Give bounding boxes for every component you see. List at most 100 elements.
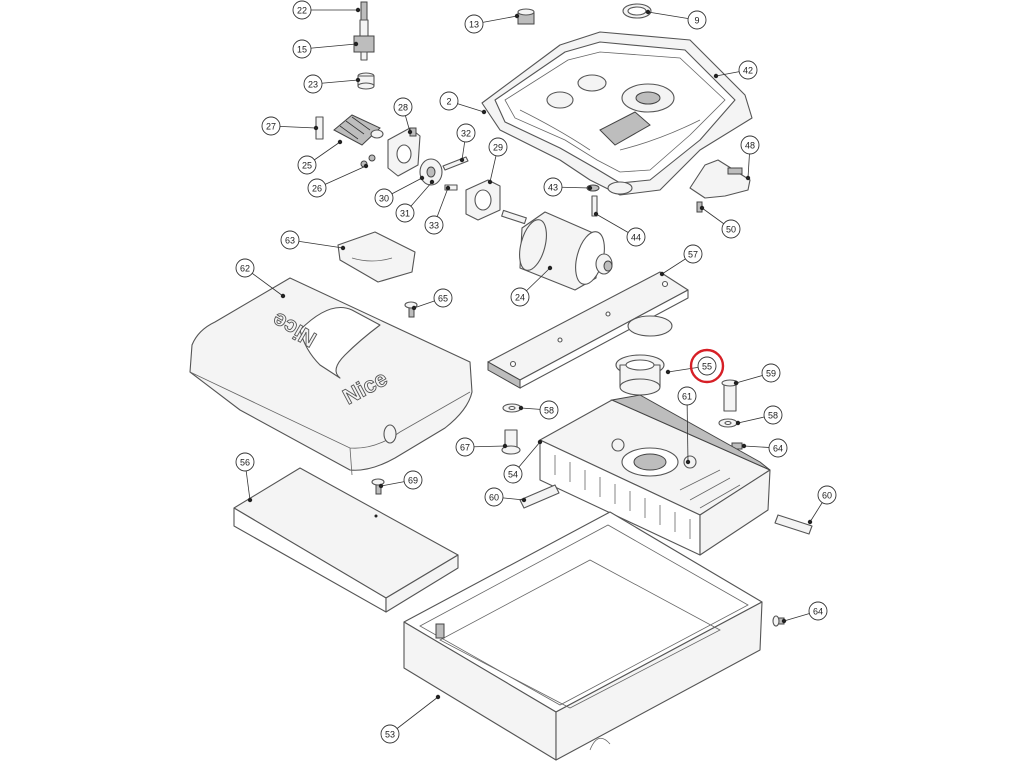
callout-bubble [626, 227, 646, 247]
callout-bubble [763, 405, 783, 425]
leader-dot-60 [521, 497, 527, 503]
callout-number: 58 [544, 406, 554, 416]
leader-dot-54 [537, 439, 543, 445]
leader-dot-24 [547, 265, 553, 271]
leader-dot-43 [587, 185, 593, 191]
part-15-gear-shaft [353, 19, 375, 61]
callout-26: 26 [307, 178, 327, 198]
part-2-gearbox-housing [481, 31, 753, 196]
leader-dot-15 [353, 41, 359, 47]
callout-bubble [297, 155, 317, 175]
callout-58: 58 [763, 405, 783, 425]
callout-bubble [677, 386, 697, 406]
callout-number: 27 [266, 122, 276, 132]
callout-number: 64 [813, 607, 823, 617]
leader-line-61 [686, 395, 689, 463]
callout-number: 42 [743, 66, 753, 76]
callout-65: 65 [433, 288, 453, 308]
leader-dot-29 [487, 179, 493, 185]
callout-bubble [503, 464, 523, 484]
part-26-washers [360, 154, 376, 168]
callout-57: 57 [683, 244, 703, 264]
part-58-washer-right [718, 418, 738, 428]
callout-43: 43 [543, 177, 563, 197]
callout-bubble [464, 14, 484, 34]
callout-number: 25 [302, 161, 312, 171]
callout-number: 59 [766, 369, 776, 379]
leader-dot-65 [411, 305, 417, 311]
callout-58: 58 [539, 400, 559, 420]
callout-bubble [235, 258, 255, 278]
callout-number: 60 [822, 491, 832, 501]
leader-dot-64 [741, 443, 747, 449]
part-29-flange [465, 179, 501, 221]
callout-number: 50 [726, 225, 736, 235]
part-32-key [442, 156, 469, 171]
callout-number: 44 [631, 233, 641, 243]
callout-bubble [307, 178, 327, 198]
part-55-bushing [615, 354, 665, 396]
callout-29: 29 [488, 137, 508, 157]
callout-42: 42 [738, 60, 758, 80]
callout-22: 22 [292, 0, 312, 20]
callout-31: 31 [395, 203, 415, 223]
leader-dot-48 [745, 175, 751, 181]
callout-bubble [484, 487, 504, 507]
callout-32: 32 [456, 123, 476, 143]
callout-67: 67 [455, 437, 475, 457]
callout-53: 53 [380, 724, 400, 744]
callout-62: 62 [235, 258, 255, 278]
callout-number: 2 [446, 97, 451, 107]
callout-bubble [261, 116, 281, 136]
callout-bubble [424, 215, 444, 235]
part-56-lid [233, 467, 459, 613]
leader-dot-26 [363, 163, 369, 169]
callout-number: 62 [240, 264, 250, 274]
callout-25: 25 [297, 155, 317, 175]
callout-number: 22 [297, 6, 307, 16]
callout-number: 60 [489, 493, 499, 503]
leader-dot-58 [518, 405, 524, 411]
callout-bubble [683, 244, 703, 264]
leader-dot-61 [685, 459, 691, 465]
leader-dot-62 [280, 293, 286, 299]
leader-dot-22 [355, 7, 361, 13]
leader-dot-33 [445, 185, 451, 191]
callout-number: 54 [508, 470, 518, 480]
leader-dot-57 [659, 271, 665, 277]
callout-bubble [488, 137, 508, 157]
callout-bubble [292, 39, 312, 59]
part-33-pin [444, 184, 458, 191]
callout-number: 61 [682, 392, 692, 402]
callout-bubble [539, 400, 559, 420]
part-58-washer-left [502, 403, 522, 413]
leader-dot-9 [645, 9, 651, 15]
callout-60: 60 [484, 487, 504, 507]
part-54-frame [539, 394, 771, 556]
leader-dot-67 [502, 443, 508, 449]
callout-28: 28 [393, 97, 413, 117]
callout-number: 48 [745, 141, 755, 151]
part-24-motor [501, 209, 613, 291]
callout-30: 30 [374, 188, 394, 208]
callout-64: 64 [808, 601, 828, 621]
callout-55: 55 [689, 348, 725, 384]
callout-50: 50 [721, 219, 741, 239]
part-28-bracket [387, 127, 421, 177]
leader-line-53 [389, 696, 439, 735]
leader-dot-63 [340, 245, 346, 251]
callout-bubble [439, 91, 459, 111]
part-48-plate [689, 159, 751, 199]
callout-bubble [761, 363, 781, 383]
callout-bubble [510, 287, 530, 307]
callout-number: 33 [429, 221, 439, 231]
callout-bubble [380, 724, 400, 744]
callout-number: 43 [548, 183, 558, 193]
callout-44: 44 [626, 227, 646, 247]
leader-dot-50 [699, 205, 705, 211]
callout-27: 27 [261, 116, 281, 136]
callout-number: 69 [408, 476, 418, 486]
callout-number: 57 [688, 250, 698, 260]
